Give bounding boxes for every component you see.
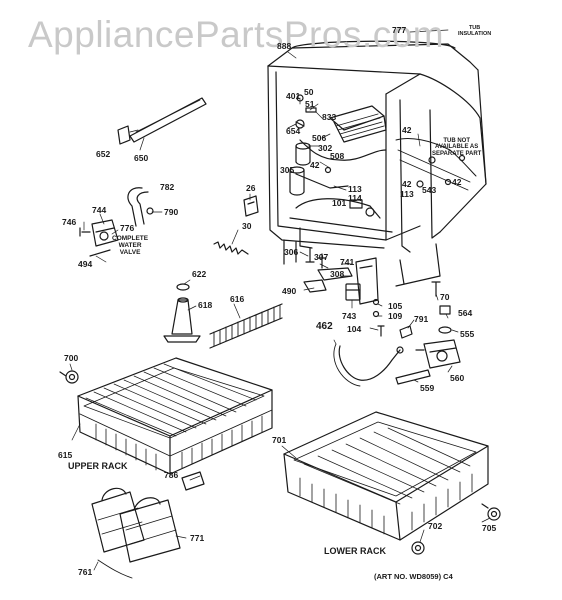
label-50: 50 xyxy=(304,87,314,97)
label-700: 700 xyxy=(64,353,79,363)
label-113-b: 113 xyxy=(400,189,414,199)
part-702-wheel xyxy=(411,541,425,555)
lower-rack xyxy=(283,411,489,541)
label-744: 744 xyxy=(92,205,107,215)
label-833: 833 xyxy=(322,112,337,122)
label-109: 109 xyxy=(388,311,403,321)
label-761: 761 xyxy=(78,567,93,577)
label-114: 114 xyxy=(348,193,362,203)
label-615: 615 xyxy=(58,450,73,460)
label-307: 307 xyxy=(314,252,329,262)
label-564: 564 xyxy=(458,308,473,318)
label-104: 104 xyxy=(347,324,362,334)
leader-lines xyxy=(69,29,491,571)
label-782: 782 xyxy=(160,182,175,192)
label-42-b: 42 xyxy=(310,160,320,170)
label-786: 786 xyxy=(164,470,179,480)
label-506: 506 xyxy=(312,133,327,143)
label-51: 51 xyxy=(305,99,315,109)
part-705-wheel xyxy=(487,507,501,521)
label-101: 101 xyxy=(332,198,347,208)
label-42-a: 42 xyxy=(402,125,412,135)
caption-complete-water-valve: COMPLETE WATER VALVE xyxy=(112,235,149,256)
label-701: 701 xyxy=(272,435,287,445)
small-parts-left xyxy=(59,97,283,384)
watermark: AppliancePartsPros.com xyxy=(28,14,445,55)
label-543: 543 xyxy=(422,185,437,195)
label-508: 508 xyxy=(330,151,345,161)
caption-tub-insulation: TUB INSULATION xyxy=(458,25,492,37)
label-790: 790 xyxy=(164,207,179,217)
label-462: 462 xyxy=(316,321,333,332)
label-741: 741 xyxy=(340,257,355,267)
label-560: 560 xyxy=(450,373,465,383)
label-743: 743 xyxy=(342,311,357,321)
tub-assembly xyxy=(267,40,487,318)
label-791: 791 xyxy=(414,314,429,324)
silverware-basket xyxy=(91,487,181,563)
label-705: 705 xyxy=(482,523,497,533)
label-26: 26 xyxy=(246,183,256,193)
label-305: 305 xyxy=(280,165,295,175)
small-parts-right xyxy=(333,305,461,387)
label-308: 308 xyxy=(330,269,345,279)
caption-upper-rack: UPPER RACK xyxy=(68,461,128,471)
label-42-d: 42 xyxy=(452,177,462,187)
label-42-c: 42 xyxy=(402,179,412,189)
label-650: 650 xyxy=(134,153,149,163)
caption-tub-note: TUB NOT AVAILABLE AS SEPARATE PART xyxy=(432,138,482,157)
label-622: 622 xyxy=(192,269,207,279)
label-888: 888 xyxy=(277,41,292,51)
label-494: 494 xyxy=(78,259,93,269)
label-654: 654 xyxy=(286,126,301,136)
label-70: 70 xyxy=(440,292,450,302)
caption-lower-rack: LOWER RACK xyxy=(324,546,386,556)
label-618: 618 xyxy=(198,300,213,310)
part-786-shape xyxy=(181,471,205,491)
upper-rack xyxy=(77,357,273,475)
label-555: 555 xyxy=(460,329,475,339)
label-559: 559 xyxy=(420,383,435,393)
label-777: 777 xyxy=(392,25,407,35)
label-105: 105 xyxy=(388,301,403,311)
label-616: 616 xyxy=(230,294,245,304)
label-776: 776 xyxy=(120,223,135,233)
label-113-a: 113 xyxy=(348,184,362,194)
label-702: 702 xyxy=(428,521,443,531)
label-30: 30 xyxy=(242,221,252,231)
label-652: 652 xyxy=(96,149,111,159)
label-490: 490 xyxy=(282,286,297,296)
label-771: 771 xyxy=(190,533,205,543)
part-761-leader xyxy=(97,559,133,579)
label-401: 401 xyxy=(286,91,301,101)
art-number: (ART NO. WD8059) C4 xyxy=(374,572,453,581)
label-746: 746 xyxy=(62,217,77,227)
label-306: 306 xyxy=(284,247,299,257)
label-302: 302 xyxy=(318,143,333,153)
